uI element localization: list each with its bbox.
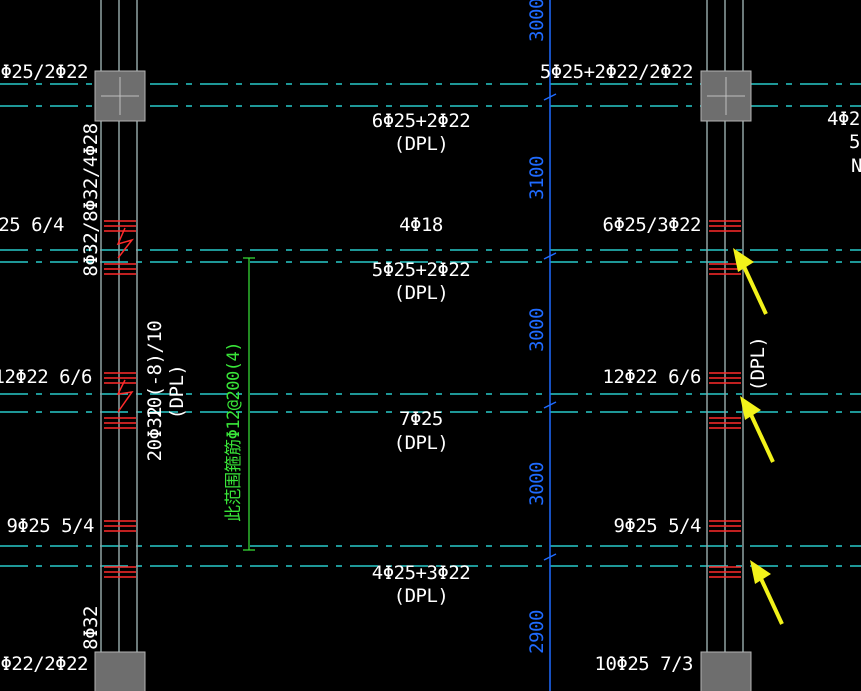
beam-label-2-bottom: (DPL): [394, 282, 449, 304]
right-label-r1: 5Φ25+2Φ22/2Φ22: [540, 61, 693, 83]
dimension-tick-1: [543, 93, 557, 101]
left-col-mid-label-c: 20Φ32: [144, 407, 166, 462]
dimension-value-5: 2900: [526, 610, 548, 654]
dimension-tick-3: [543, 401, 557, 409]
left-label-r3: 12Φ22 6/6: [0, 366, 92, 388]
rebar-left-r3: [104, 372, 136, 429]
dimension-tick-4: [543, 553, 557, 561]
column-bottom-right[interactable]: [700, 651, 752, 691]
edge-label-b: 5: [849, 131, 860, 153]
left-labels: 7Φ25/2Φ22 5Φ25 6/4 12Φ22 6/6 9Φ25 5/4 3Φ…: [0, 61, 95, 675]
edge-label-c: N: [851, 155, 861, 177]
beam-label-4-bottom: (DPL): [394, 585, 449, 607]
beam-label-3-top: 7Φ25: [399, 408, 443, 430]
rebar-left-r4: [104, 520, 136, 578]
vertical-labels: 8Φ32/8Φ32/4Φ28 10(-8)/10 (DPL) 20Φ32 8Φ3…: [80, 123, 769, 650]
column-crosshairs: [101, 77, 745, 115]
right-label-r5: 10Φ25 7/3: [595, 653, 694, 675]
arrow-3-head: [750, 560, 771, 584]
dimension-value-2: 3100: [526, 156, 548, 200]
left-label-r1: 7Φ25/2Φ22: [0, 61, 88, 83]
column-bottom-left[interactable]: [94, 651, 146, 691]
right-label-r3: 12Φ22 6/6: [603, 366, 702, 388]
beam-labels: 6Φ25+2Φ22 (DPL) 4Φ18 5Φ25+2Φ22 (DPL) 7Φ2…: [372, 110, 471, 607]
rebar-right-r3: [709, 372, 741, 429]
axis-lines: [0, 83, 861, 567]
edge-label-a: 4Φ2: [827, 108, 860, 130]
right-col-label: (DPL): [747, 337, 769, 392]
dimension-tick-2: [543, 252, 557, 260]
left-col-mid-label-a: 10(-8)/10: [144, 321, 166, 420]
stirrup-range: [243, 257, 255, 551]
beam-label-1-bottom: (DPL): [394, 133, 449, 155]
dimension-value-3: 3000: [526, 308, 548, 352]
left-col-bottom-label: 8Φ32: [80, 606, 102, 650]
annotation-arrows: [733, 248, 784, 625]
right-label-r4: 9Φ25 5/4: [613, 515, 701, 537]
edge-labels: 4Φ2 5 N: [827, 108, 861, 177]
arrow-2-head: [740, 396, 761, 420]
rebar-right-r4: [709, 520, 741, 578]
arrow-annotation-3: [750, 560, 784, 625]
beam-label-2-top: 5Φ25+2Φ22: [372, 259, 470, 281]
rebar-right-r2: [709, 220, 741, 275]
left-col-top-label: 8Φ32/8Φ32/4Φ28: [80, 123, 102, 276]
left-label-r4: 9Φ25 5/4: [6, 515, 94, 537]
beam-mid-label: 4Φ18: [399, 214, 443, 236]
left-label-r2: 5Φ25 6/4: [0, 214, 64, 236]
arrow-annotation-1: [733, 248, 768, 315]
arrow-1-head: [733, 248, 754, 272]
dimension-line: [543, 0, 557, 691]
beam-label-4-top: 4Φ25+3Φ22: [372, 562, 470, 584]
beam-label-3-bottom: (DPL): [394, 432, 449, 454]
dimension-value-4: 3000: [526, 462, 548, 506]
rebar-marks: [104, 220, 741, 578]
left-label-r5: 3Φ22/2Φ22: [0, 653, 88, 675]
left-col-mid-label-b: (DPL): [166, 365, 188, 420]
dimension-values: 3000 3100 3000 3000 2900: [526, 0, 548, 654]
dimension-value-1: 3000: [526, 0, 548, 42]
rebar-left-r2: [104, 220, 136, 275]
stirrup-note-label: 此范围箍筋Φ12@200(4): [224, 342, 244, 522]
right-labels: 5Φ25+2Φ22/2Φ22 6Φ25/3Φ22 12Φ22 6/6 9Φ25 …: [540, 61, 702, 675]
right-label-r2: 6Φ25/3Φ22: [603, 214, 701, 236]
beam-label-1-top: 6Φ25+2Φ22: [372, 110, 470, 132]
arrow-annotation-2: [740, 396, 775, 463]
